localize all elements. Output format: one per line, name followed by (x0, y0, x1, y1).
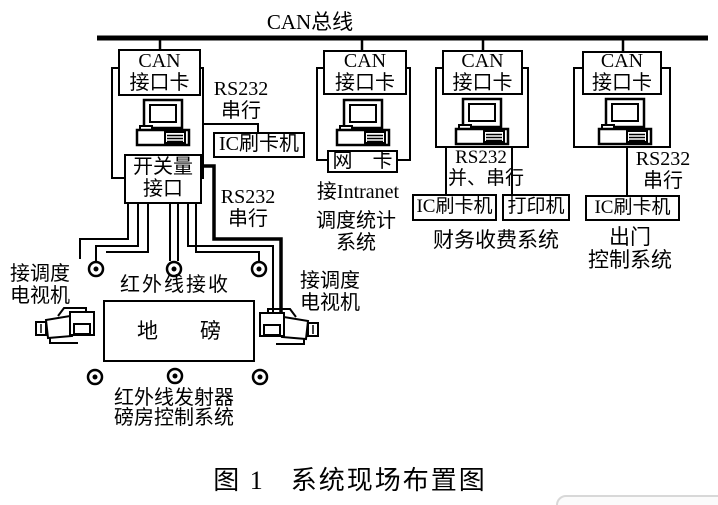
ic-reader-box-1: IC刷卡机 (213, 132, 305, 158)
finance-system-label: 财务收费系统 (433, 228, 559, 252)
can-card-1-line2: 接口卡 (129, 71, 190, 94)
intranet-label: 接Intranet (316, 181, 400, 203)
ir-transmitter-icon-left (86, 368, 104, 386)
io-module-box: 开关量 接口 (124, 154, 202, 204)
camera-icon-left (35, 307, 95, 344)
rs232-serial-label-4: RS232 串行 (635, 148, 691, 192)
io-wire-right-2 (195, 204, 260, 261)
pound-control-label: 磅房控制系统 (114, 407, 234, 429)
can-card-box-2: CAN 接口卡 (323, 50, 407, 95)
computer-icon-1 (135, 98, 191, 147)
io-wire-left-3 (106, 204, 149, 253)
dispatch-system-label: 调度统计 系统 (316, 210, 396, 254)
figure-caption-number: 图 1 (213, 466, 265, 495)
ic-reader-link-1 (203, 123, 259, 134)
rs232-serial-label-top: RS232 串行 (213, 78, 269, 122)
computer-icon-3 (454, 97, 510, 146)
ir-transmitter-icon-right (251, 368, 269, 386)
ic-reader-box-3: IC刷卡机 (412, 194, 497, 221)
ir-receive-label: 红外线接收 (120, 274, 230, 296)
weighbridge-box: 地 磅 (103, 300, 255, 362)
can-card-box-3: CAN 接口卡 (442, 50, 523, 95)
printer-box: 打印机 (502, 194, 570, 221)
exit-control-system-label: 出门 控制系统 (588, 225, 672, 273)
rs232-serial-label-bottom: RS232 串行 (220, 186, 276, 230)
ir-receiver-icon-right (250, 260, 268, 278)
network-card-box: 网 卡 (327, 150, 398, 173)
can-card-box-4: CAN 接口卡 (582, 51, 662, 95)
can-bus-label: CAN总线 (266, 10, 354, 34)
computer-icon-2 (335, 98, 391, 147)
bottom-right-peek-widget[interactable] (556, 495, 718, 505)
io-wire-left-2 (95, 204, 139, 261)
figure-caption: 图 1 系统现场布置图 (175, 460, 525, 497)
ir-receiver-icon-center (165, 260, 183, 278)
io-wire-right-1 (187, 204, 274, 330)
rs232-parallel-serial-label: RS232 并、串行 (448, 147, 525, 189)
io-module-line1: 开关量 (133, 156, 193, 179)
camera-icon-right (259, 308, 319, 345)
io-module-line2: 接口 (143, 178, 183, 200)
rs232-serial-cable (202, 164, 283, 330)
ir-transmit-label: 红外线发射器 (114, 387, 234, 409)
can-card-1-line1: CAN (138, 49, 181, 72)
computer-icon-4 (597, 97, 653, 146)
ic-reader-box-4: IC刷卡机 (585, 195, 680, 221)
can-card-box-1: CAN 接口卡 (118, 49, 201, 96)
ir-receiver-icon-left (87, 260, 105, 278)
tv-right-label: 接调度 电视机 (300, 270, 360, 314)
figure-caption-title: 系统现场布置图 (290, 466, 487, 495)
io-wire-left-1 (79, 204, 129, 259)
ir-transmitter-icon-center (166, 367, 184, 385)
tv-left-label: 接调度 电视机 (10, 263, 70, 307)
